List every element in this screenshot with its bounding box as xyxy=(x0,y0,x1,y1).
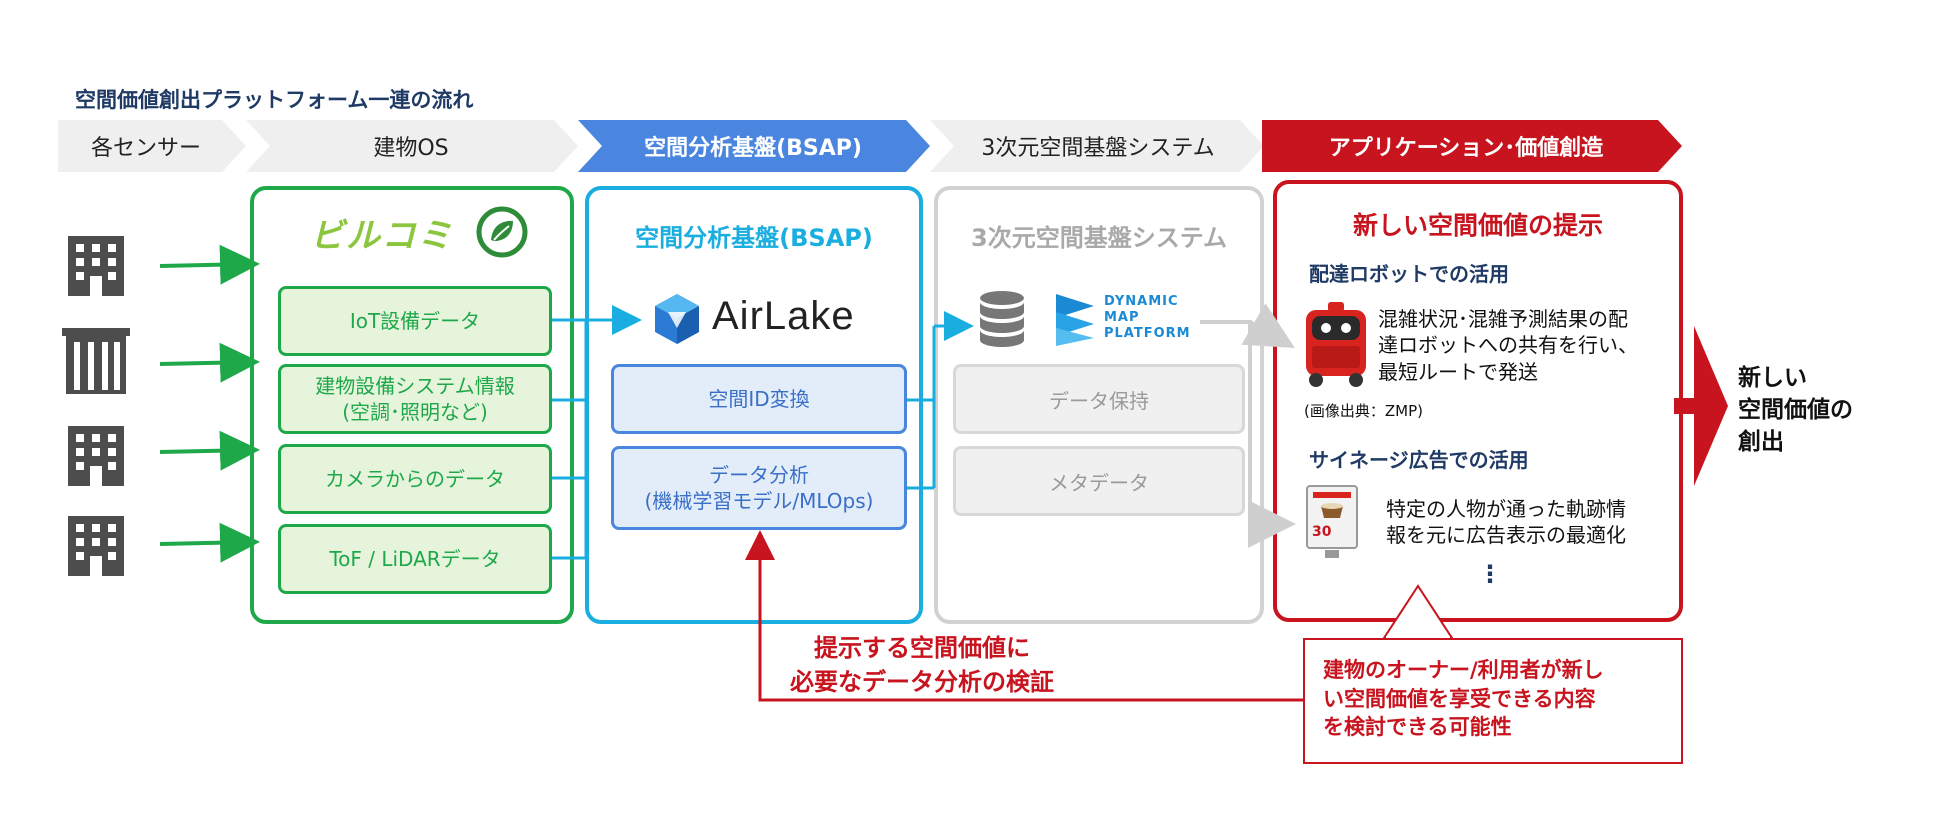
bsap-panel-title: 空間分析基盤(BSAP) xyxy=(635,224,873,252)
owner-user-callout: 建物のオーナー/利用者が新し い空間価値を享受できる内容 を検討できる可能性 xyxy=(1303,638,1683,764)
robot-use-description: 混雑状況･混雑予測結果の配 達ロボットへの共有を行い、 最短ルートで発送 xyxy=(1378,307,1638,384)
iot-equipment-data-box: IoT設備データ xyxy=(278,286,552,356)
chevron-building-os: 建物OS xyxy=(246,120,578,172)
3d-system-panel xyxy=(934,186,1264,624)
tof-lidar-data-box: ToF / LiDARデータ xyxy=(278,524,552,594)
airlake-logo-text: AirLake xyxy=(712,294,855,338)
chevron-3d-system: 3次元空間基盤システム xyxy=(930,120,1264,172)
leaf-logo-icon xyxy=(476,206,528,258)
building-system-info-box: 建物設備システム情報 (空調･照明など) xyxy=(278,364,552,434)
data-retention-box: データ保持 xyxy=(953,364,1245,434)
new-value-creation-label: 新しい 空間価値の 創出 xyxy=(1738,365,1853,456)
building-icon xyxy=(68,236,124,296)
camera-data-box: カメラからのデータ xyxy=(278,444,552,514)
digital-signage-icon xyxy=(1306,485,1358,558)
more-ellipsis: ⋮ xyxy=(1478,560,1502,588)
image-credit: (画像出典：ZMP) xyxy=(1304,402,1423,420)
chevron-sensors: 各センサー xyxy=(58,120,246,172)
signage-use-heading: サイネージ広告での活用 xyxy=(1309,448,1529,472)
building-icon xyxy=(68,426,124,486)
building-icon xyxy=(68,516,124,576)
office-building-icon xyxy=(62,328,130,394)
building-os-panel xyxy=(250,186,574,624)
airlake-logo-icon xyxy=(655,294,699,344)
delivery-robot-icon xyxy=(1306,302,1366,387)
chevron-bsap: 空間分析基盤(BSAP) xyxy=(578,120,930,172)
dynamic-map-platform-logo-text: DYNAMIC MAP PLATFORM xyxy=(1104,294,1191,341)
birucomi-logo: ビルコミ xyxy=(310,216,454,256)
3d-system-panel-title: 3次元空間基盤システム xyxy=(971,224,1227,252)
application-panel-title: 新しい空間価値の提示 xyxy=(1352,211,1603,240)
output-arrow-icon xyxy=(1674,326,1728,486)
chevron-application: アプリケーション･価値創造 xyxy=(1262,120,1682,172)
feedback-label: 提示する空間価値に 必要なデータ分析の検証 xyxy=(790,634,1054,696)
robot-use-heading: 配達ロボットでの活用 xyxy=(1309,262,1509,286)
database-icon xyxy=(980,291,1024,347)
dynamic-map-platform-logo-icon xyxy=(1056,294,1094,346)
data-analysis-box: データ分析 (機械学習モデル/MLOps) xyxy=(611,446,907,530)
spatial-id-conversion-box: 空間ID変換 xyxy=(611,364,907,434)
signage-use-description: 特定の人物が通った軌跡情 報を元に広告表示の最適化 xyxy=(1386,497,1626,548)
metadata-box: メタデータ xyxy=(953,446,1245,516)
diagram-title: 空間価値創出プラットフォーム一連の流れ xyxy=(75,88,474,112)
signage-sign-text: 30 xyxy=(1312,524,1332,540)
